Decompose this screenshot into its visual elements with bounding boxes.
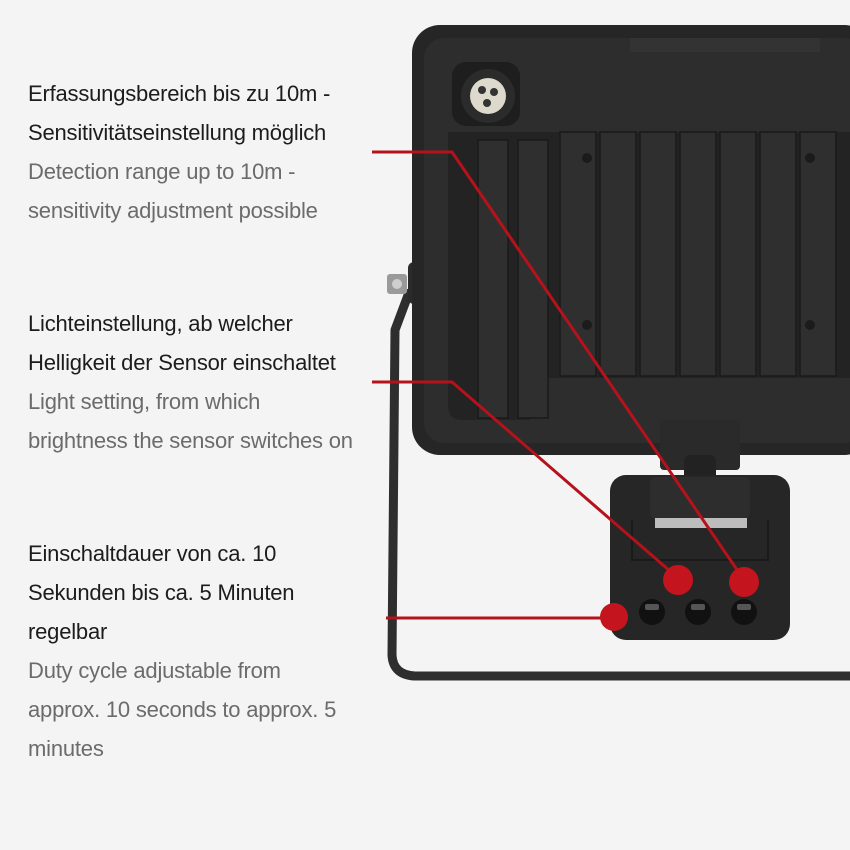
callout-lines — [372, 150, 746, 620]
german-text-line: Lichteinstellung, ab welcher — [28, 311, 293, 336]
german-text-line: Erfassungsbereich bis zu 10m - — [28, 81, 331, 106]
english-text-line: Detection range up to 10m - — [28, 159, 296, 184]
english-text-line: brightness the sensor switches on — [28, 428, 353, 453]
callout-dot-sensitivity — [729, 567, 759, 597]
annotation-light-setting: Lichteinstellung, ab welcher Helligkeit … — [28, 304, 373, 460]
cable-gland-icon — [452, 62, 520, 126]
german-text-line: Sekunden bis ca. 5 Minuten — [28, 580, 295, 605]
english-text-line: minutes — [28, 736, 104, 761]
annotation-detection-range: Erfassungsbereich bis zu 10m - Sensitivi… — [28, 74, 373, 230]
sensor-module — [610, 475, 790, 640]
sensor-control-knob-icon — [639, 599, 757, 625]
english-text-line: Duty cycle adjustable from — [28, 658, 281, 683]
annotation-duty-cycle: Einschaltdauer von ca. 10 Sekunden bis c… — [28, 534, 373, 768]
callout-dots — [600, 565, 759, 631]
german-text-line: regelbar — [28, 619, 108, 644]
german-text-line: Einschaltdauer von ca. 10 — [28, 541, 277, 566]
floodlight-housing-icon — [412, 25, 850, 495]
english-text-line: sensitivity adjustment possible — [28, 198, 318, 223]
callout-dot-duration — [600, 603, 628, 631]
english-text-line: approx. 10 seconds to approx. 5 — [28, 697, 337, 722]
german-text-line: Helligkeit der Sensor einschaltet — [28, 350, 336, 375]
callout-dot-light — [663, 565, 693, 595]
english-text-line: Light setting, from which — [28, 389, 261, 414]
german-text-line: Sensitivitätseinstellung möglich — [28, 120, 327, 145]
